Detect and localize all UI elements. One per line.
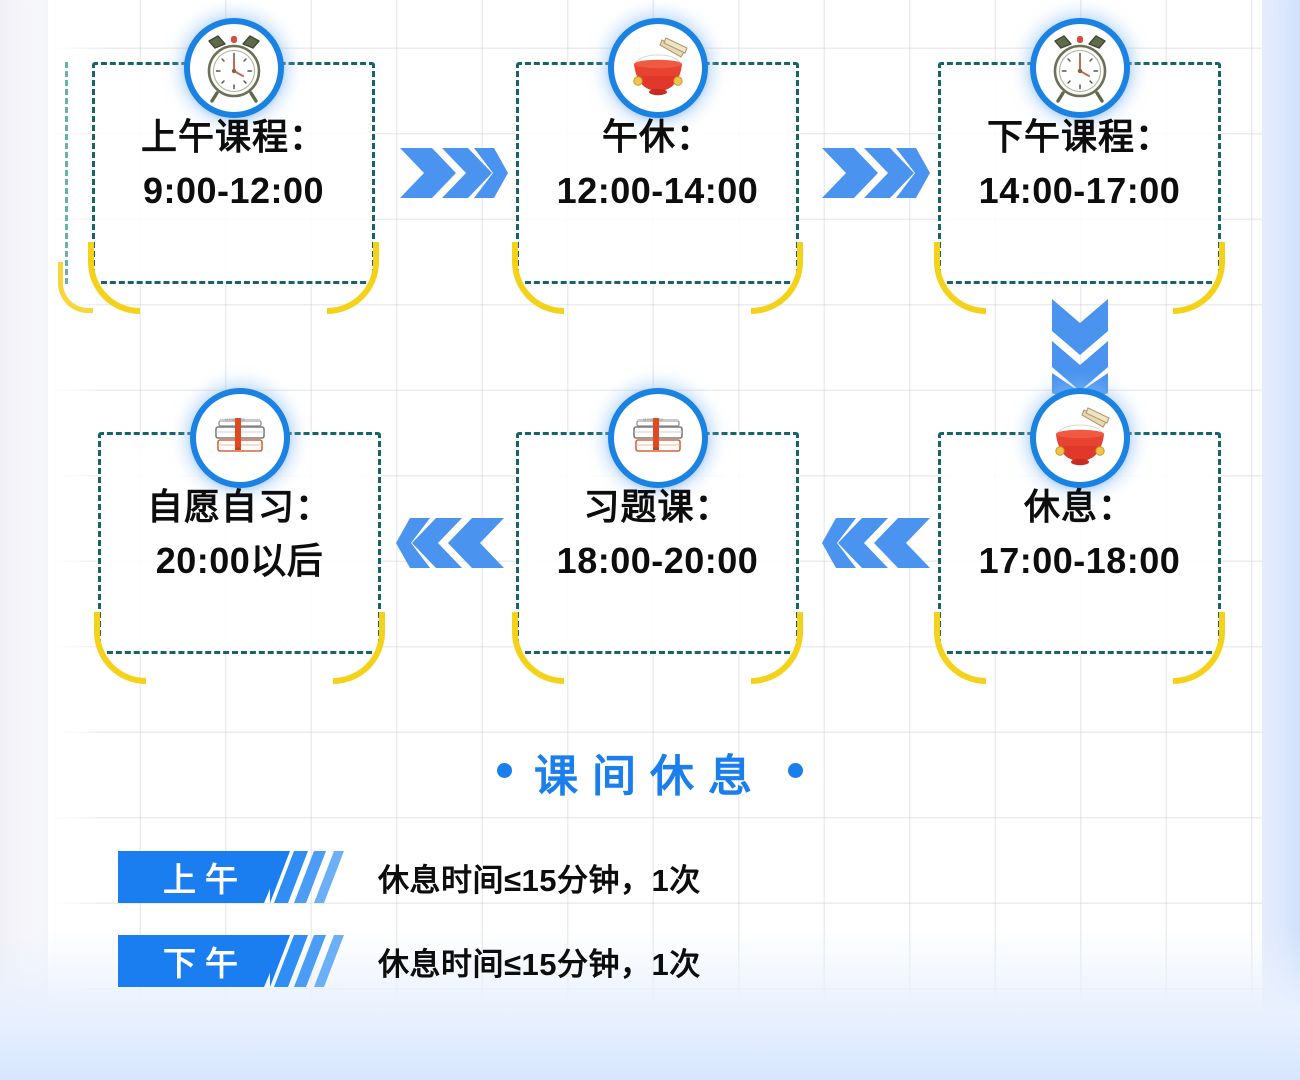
rule-row-afternoon: 下午 休息时间≤15分钟，1次: [118, 935, 701, 987]
alarm-clock-icon: [1029, 18, 1130, 118]
card-text: 自愿自习： 20:00以后: [98, 484, 381, 584]
flow-card-lunch-break[interactable]: 午休： 12:00-14:00: [512, 18, 803, 314]
arrow-right-icon: [398, 145, 510, 201]
flow-card-exercise-class[interactable]: 读书使人进步 习题课： 18:00-20:00: [512, 388, 803, 684]
card-text: 午休： 12:00-14:00: [516, 114, 799, 214]
rule-stripes-decoration: [250, 851, 362, 903]
flow-card-self-study[interactable]: 读书使人进步 自愿自习： 20:00以后: [94, 388, 385, 684]
card-title: 自愿自习：: [146, 486, 332, 527]
rule-text: 休息时间≤15分钟，1次: [378, 862, 701, 898]
section-heading-class-break: 课间休息: [0, 740, 1300, 804]
rule-stripes-decoration: [250, 935, 362, 987]
rice-bowl-icon: [1029, 388, 1130, 488]
card-text: 休息： 17:00-18:00: [938, 484, 1221, 584]
heading-dot-right: [788, 763, 803, 778]
card-time: 9:00-12:00: [142, 170, 325, 212]
flow-card-afternoon-class[interactable]: 下午课程： 14:00-17:00: [934, 18, 1225, 314]
card-time: 18:00-20:00: [556, 540, 759, 582]
arrow-left-icon: [394, 515, 506, 571]
rule-tag-label: 上午: [118, 851, 286, 903]
card-time: 12:00-14:00: [556, 170, 759, 212]
rule-row-morning: 上午 休息时间≤15分钟，1次: [118, 851, 701, 903]
heading-text: 课间休息: [534, 752, 766, 801]
arrow-left-icon: [820, 515, 932, 571]
card-ghost-arc: [58, 262, 93, 313]
rule-tag-label: 下午: [118, 935, 286, 987]
card-time: 17:00-18:00: [978, 540, 1181, 582]
card-time: 20:00以后: [155, 540, 324, 582]
card-title: 午休：: [601, 116, 713, 157]
card-ghost-line: [65, 62, 68, 284]
books-icon: 读书使人进步: [189, 388, 290, 488]
card-text: 下午课程： 14:00-17:00: [938, 114, 1221, 214]
card-title: 休息：: [1023, 486, 1135, 527]
flow-card-rest[interactable]: 休息： 17:00-18:00: [934, 388, 1225, 684]
arrow-down-icon: [1049, 297, 1111, 407]
card-time: 14:00-17:00: [978, 170, 1181, 212]
card-title: 习题课：: [583, 486, 732, 527]
card-text: 习题课： 18:00-20:00: [516, 484, 799, 584]
arrow-right-icon: [820, 145, 932, 201]
books-icon: 读书使人进步: [607, 388, 708, 488]
alarm-clock-icon: [183, 18, 284, 118]
card-title: 上午课程：: [140, 116, 326, 157]
heading-dot-left: [497, 763, 512, 778]
flow-card-morning-class[interactable]: 上午课程： 9:00-12:00: [58, 18, 379, 314]
rice-bowl-icon: [607, 18, 708, 118]
rule-text: 休息时间≤15分钟，1次: [378, 946, 701, 982]
card-title: 下午课程：: [986, 116, 1172, 157]
card-text: 上午课程： 9:00-12:00: [92, 114, 375, 214]
